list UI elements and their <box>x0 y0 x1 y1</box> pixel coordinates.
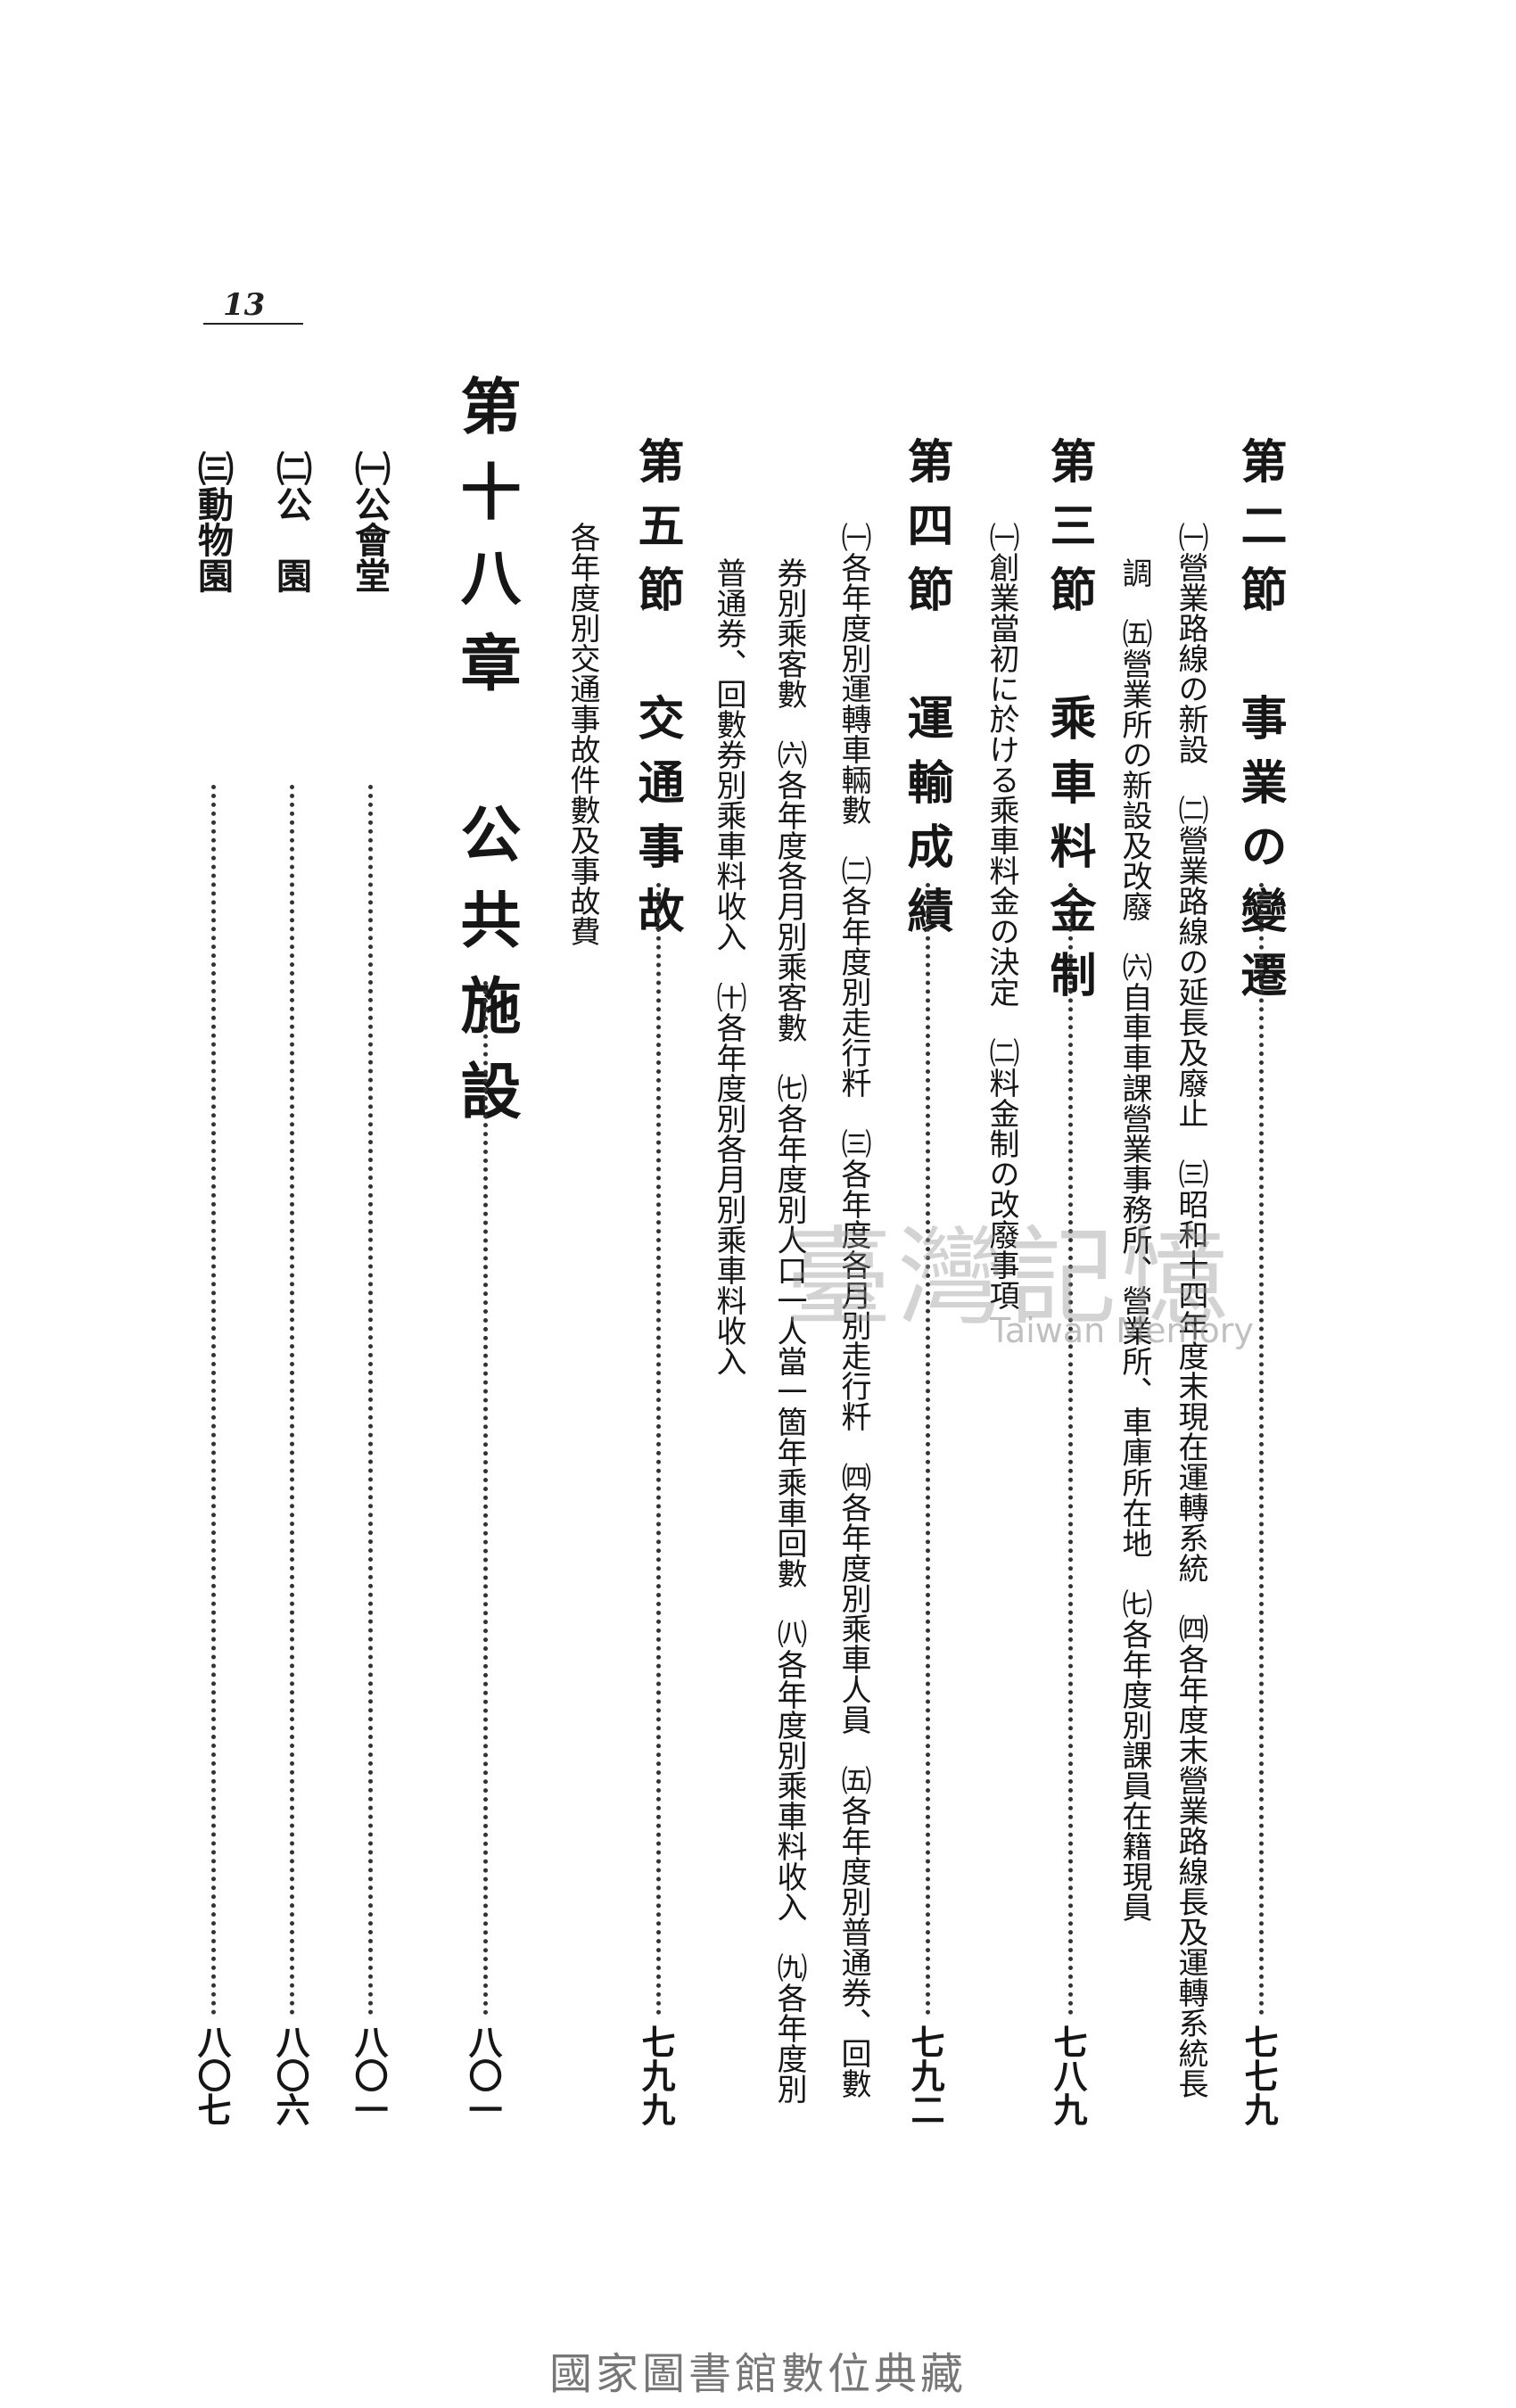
leader-dots <box>926 883 930 2016</box>
leader-dots <box>1259 883 1264 2016</box>
page-number: 13 <box>223 287 266 323</box>
toc-page-number: 七九二 <box>905 2025 945 2126</box>
toc-item: ㈠公會堂 <box>349 450 391 593</box>
section-subitems-line: 券別乘客數 ㈥各年度各月別乘客數 ㈦各年度別人口一人當一箇年乘車回數 ㈧各年度別… <box>771 557 807 2104</box>
toc-page-number: 八〇一 <box>349 2025 389 2126</box>
section-heading: 第四節 運輸成績 <box>899 437 953 951</box>
section-heading: 第五節 交通事故 <box>630 437 684 951</box>
toc-page-number: 七九九 <box>636 2025 676 2126</box>
section-subitems-line: ㈠創業當初に於ける乘車料金の決定 ㈡料金制の改廢事項 <box>984 522 1019 1310</box>
toc-page-number: 八〇七 <box>192 2025 232 2126</box>
leader-dots <box>290 785 294 2016</box>
section-subitems-line: 調 ㈤營業所の新設及改廢 ㈥自車車課營業事務所、營業所、車庫所在地 ㈦各年度別課… <box>1116 557 1152 1922</box>
leader-dots <box>211 785 216 2016</box>
toc-page-number: 八〇六 <box>270 2025 310 2126</box>
toc-item: ㈢動物園 <box>192 450 234 593</box>
leader-dots <box>483 981 488 2016</box>
leader-dots <box>1068 883 1073 2016</box>
section-subitems-line: ㈠各年度別運轉車輛數 ㈡各年度別走行粁 ㈢各年度各月別走行粁 ㈣各年度別乘車人員… <box>836 522 871 2099</box>
toc-page-number: 八〇一 <box>463 2025 503 2126</box>
toc-page-number: 七八九 <box>1048 2025 1088 2126</box>
section-subitems-line: ㈠營業路線の新設 ㈡營業路線の延長及廢止 ㈢昭和十四年度末現在運轉系統 ㈣各年度… <box>1173 522 1208 2099</box>
toc-page-number: 七七九 <box>1239 2025 1279 2126</box>
section-subitems-line: 普通券、回數券別乘車料收入 ㈩各年度別各月別乘車料收入 <box>711 557 746 1376</box>
section-subitems-line: 各年度別交通事故件數及事故費 <box>564 522 600 946</box>
watermark-logo: 臺灣記憶 <box>785 1216 1234 1340</box>
toc-item: ㈡公 園 <box>270 450 312 593</box>
page-number-rule <box>203 323 303 325</box>
watermark-subtitle: Taiwan Memory <box>990 1311 1254 1350</box>
leader-dots <box>368 785 373 2016</box>
footer-credit: 國家圖書館數位典藏 <box>548 2349 967 2399</box>
leader-dots <box>656 883 661 2016</box>
